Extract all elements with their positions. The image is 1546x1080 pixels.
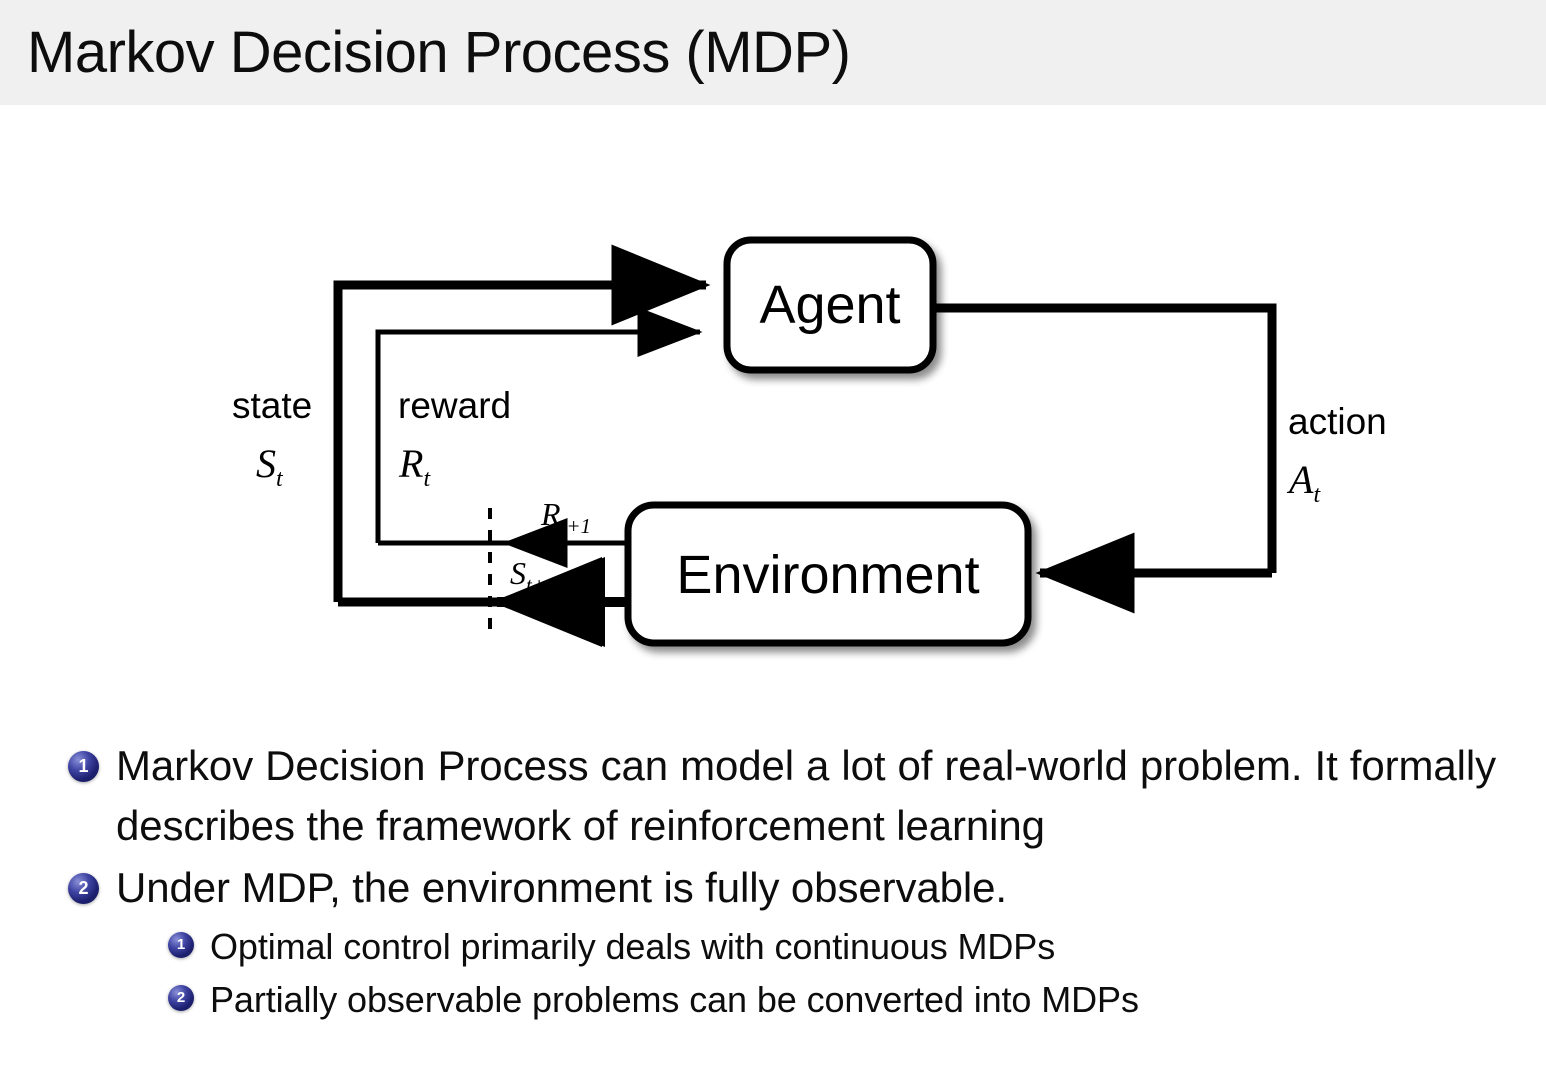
edge-action-loop [933,303,1277,614]
node-environment-label: Environment [676,545,979,605]
sub-bullet-badge-1: 1 [168,932,194,958]
page-title: Markov Decision Process (MDP) [27,20,851,85]
edge-reward-loop [375,307,703,546]
list-item[interactable]: 1 Markov Decision Process can model a lo… [68,736,1546,856]
node-agent[interactable]: Agent [723,236,937,374]
node-agent-label: Agent [759,275,900,335]
sub-bullet-badge-2: 2 [168,985,194,1011]
slide-header-band: Markov Decision Process (MDP) [0,0,1546,105]
label-next-state-symbol: St+1 [510,555,557,597]
label-reward-symbol: Rt [398,441,431,492]
sub-list-item[interactable]: 2 Partially observable problems can be c… [168,973,1546,1026]
label-action-word: action [1288,401,1387,442]
label-state-symbol: St [256,441,284,492]
bullet-badge-1: 1 [68,751,99,782]
sub-list-item-text: Partially observable problems can be con… [210,979,1139,1020]
label-action-symbol: At [1286,457,1321,508]
list-item-text: Under MDP, the environment is fully obse… [116,864,1007,911]
label-state-word: state [232,385,312,426]
sub-list-item[interactable]: 1 Optimal control primarily deals with c… [168,920,1546,973]
sub-list-item-text: Optimal control primarily deals with con… [210,926,1056,967]
node-environment[interactable]: Environment [624,501,1032,647]
bullet-badge-2: 2 [68,873,99,904]
label-next-reward-symbol: Rt+1 [540,496,591,538]
label-reward-word: reward [398,385,511,426]
list-item-text: Markov Decision Process can model a lot … [116,742,1496,849]
bullet-list: 1 Markov Decision Process can model a lo… [0,736,1546,1026]
mdp-agent-environment-diagram: Agent Environment state St reward Rt act… [0,105,1546,705]
list-item[interactable]: 2 Under MDP, the environment is fully ob… [68,858,1546,918]
